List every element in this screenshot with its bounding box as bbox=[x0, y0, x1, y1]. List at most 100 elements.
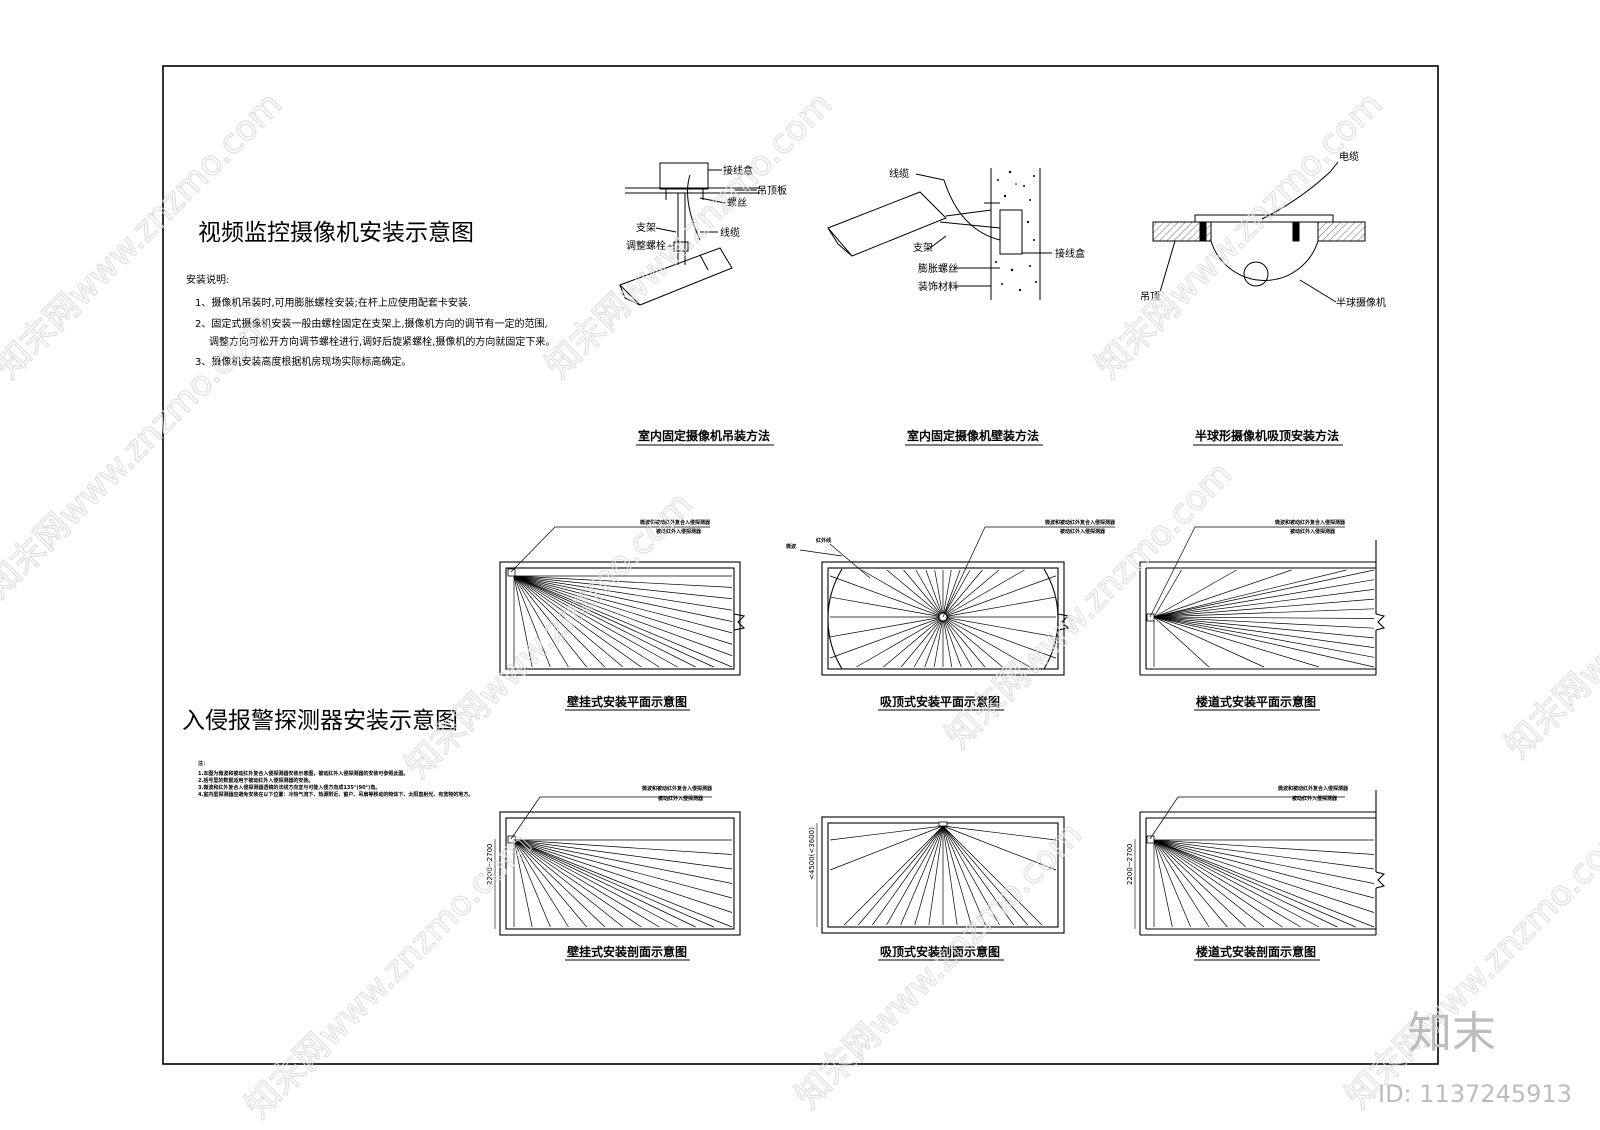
coverage-ray bbox=[1153, 839, 1246, 928]
coverage-ray bbox=[861, 569, 944, 618]
coverage-ray bbox=[924, 616, 944, 668]
coverage-ray bbox=[1153, 839, 1356, 928]
coverage-ray bbox=[513, 575, 733, 622]
coverage-ray bbox=[513, 575, 714, 668]
video-note-4: 3、摄像机安装高度根据机房现场实际标高确定。 bbox=[195, 355, 411, 368]
coverage-ray bbox=[513, 575, 733, 611]
hang-label-box: 接线盒 bbox=[723, 164, 753, 177]
coverage-ray bbox=[942, 616, 1030, 668]
coverage-ray bbox=[900, 616, 944, 668]
coverage-ray bbox=[942, 825, 972, 926]
coverage-ray bbox=[513, 575, 733, 634]
coverage-ray bbox=[857, 825, 944, 926]
brand-id: ID: 1137245913 bbox=[1378, 1080, 1572, 1108]
coverage-ray bbox=[934, 569, 944, 618]
coverage-ray bbox=[829, 616, 944, 638]
coverage-ray bbox=[942, 616, 1003, 668]
coverage-ray bbox=[513, 839, 696, 928]
coverage-ray bbox=[914, 825, 944, 926]
plan-wall-caption: 壁挂式安装平面示意图 bbox=[567, 694, 687, 709]
plan-wall-detector-label: 微波和被动红外复合入侵探测器 bbox=[639, 519, 711, 526]
sec-corridor-caption: 楼道式安装剖面示意图 bbox=[1196, 944, 1316, 959]
sec-wall-fan bbox=[513, 839, 733, 928]
coverage-ray bbox=[928, 825, 944, 926]
coverage-ray bbox=[942, 616, 1057, 638]
sec-ceiling-detector bbox=[938, 821, 948, 827]
sec-corridor-room bbox=[1139, 790, 1386, 936]
coverage-ray bbox=[513, 575, 606, 668]
coverage-ray bbox=[513, 575, 533, 668]
coverage-ray bbox=[1153, 569, 1375, 618]
coverage-ray bbox=[829, 616, 944, 659]
video-note-2: 2、固定式摄像机安装一般由螺栓固定在支架上,摄像机方向的调节有一定的范围, bbox=[195, 317, 548, 330]
coverage-ray bbox=[513, 839, 733, 870]
coverage-ray bbox=[1153, 839, 1173, 928]
coverage-ray bbox=[513, 839, 660, 928]
plan-wall-detector bbox=[507, 568, 516, 577]
coverage-ray bbox=[1153, 616, 1375, 629]
coverage-ray bbox=[1153, 839, 1375, 899]
coverage-ray bbox=[1153, 598, 1375, 618]
coverage-ray bbox=[513, 575, 660, 668]
wall-concrete-texture bbox=[995, 170, 1037, 292]
hang-mount-drawing bbox=[619, 162, 760, 306]
coverage-ray bbox=[886, 569, 944, 618]
coverage-ray bbox=[942, 825, 1057, 871]
sec-wall-caption: 壁挂式安装剖面示意图 bbox=[567, 944, 687, 959]
coverage-ray bbox=[900, 825, 944, 926]
coverage-ray bbox=[942, 569, 1000, 618]
sec-ceiling-fan bbox=[829, 825, 1057, 926]
hang-label-bracket: 支架 bbox=[636, 222, 656, 234]
plan-ceiling-pir-label: 被动红外入侵探测器 bbox=[1060, 528, 1106, 535]
coverage-ray bbox=[1153, 616, 1375, 658]
watermark: 知末网www.znzmo.com bbox=[1498, 464, 1600, 766]
coverage-ray bbox=[1153, 569, 1347, 618]
sec-corridor-dim: 2200~2700 bbox=[1126, 844, 1134, 886]
plan-ceiling-leader bbox=[942, 526, 986, 618]
coverage-ray bbox=[942, 825, 1057, 841]
coverage-ray bbox=[513, 575, 624, 668]
coverage-ray bbox=[942, 825, 1043, 926]
coverage-ray bbox=[829, 596, 944, 618]
watermark: 知末网www.znzmo.com bbox=[938, 454, 1240, 756]
coverage-ray bbox=[1153, 839, 1375, 855]
brand-logo: 知末 bbox=[1408, 1008, 1496, 1059]
coverage-ray bbox=[1153, 839, 1338, 928]
coverage-ray bbox=[942, 616, 1057, 659]
plan-ceiling-fan bbox=[829, 569, 1057, 668]
sec-wall-dim: 2200~2700 bbox=[486, 844, 494, 886]
sec-wall-room bbox=[499, 811, 741, 936]
coverage-ray bbox=[1153, 839, 1320, 928]
alarm-note-2: 2.括号里的数据适用于被动红外入侵探测器的安装。 bbox=[198, 777, 313, 784]
plan-corridor-detector bbox=[1146, 613, 1155, 622]
plan-ceiling-caption: 吸顶式安装平面示意图 bbox=[880, 694, 1000, 709]
coverage-ray bbox=[513, 839, 624, 928]
coverage-ray bbox=[872, 825, 944, 926]
coverage-ray bbox=[513, 575, 733, 668]
coverage-ray bbox=[513, 839, 551, 928]
coverage-ray bbox=[1153, 616, 1375, 668]
sec-ceiling-caption: 吸顶式安装剖面示意图 bbox=[880, 944, 1000, 959]
coverage-ray bbox=[942, 616, 986, 668]
plan-wall-fan bbox=[513, 575, 733, 668]
coverage-ray bbox=[513, 575, 733, 600]
coverage-ray bbox=[1153, 616, 1375, 648]
plan-wall-leader bbox=[510, 526, 556, 573]
coverage-ray bbox=[942, 616, 962, 668]
coverage-ray bbox=[1153, 616, 1375, 619]
plan-corridor-leader bbox=[1149, 526, 1196, 618]
video-notes-heading: 安装说明: bbox=[186, 273, 229, 286]
coverage-ray bbox=[513, 575, 733, 645]
coverage-ray bbox=[829, 825, 944, 841]
watermark: 知末网www.znzmo.com bbox=[398, 484, 700, 786]
sec-corridor-pir-label: 被动红外入侵探测器 bbox=[1292, 795, 1338, 802]
coverage-ray bbox=[942, 569, 971, 618]
coverage-ray bbox=[1153, 616, 1320, 668]
coverage-ray bbox=[513, 839, 569, 928]
watermark: 知末网www.znzmo.com bbox=[238, 824, 540, 1126]
plan-ceiling-mw-label: 微波 bbox=[785, 543, 796, 550]
dome-label-camera: 半球摄像机 bbox=[1336, 296, 1386, 309]
coverage-ray bbox=[942, 596, 1057, 618]
coverage-ray bbox=[513, 575, 733, 588]
